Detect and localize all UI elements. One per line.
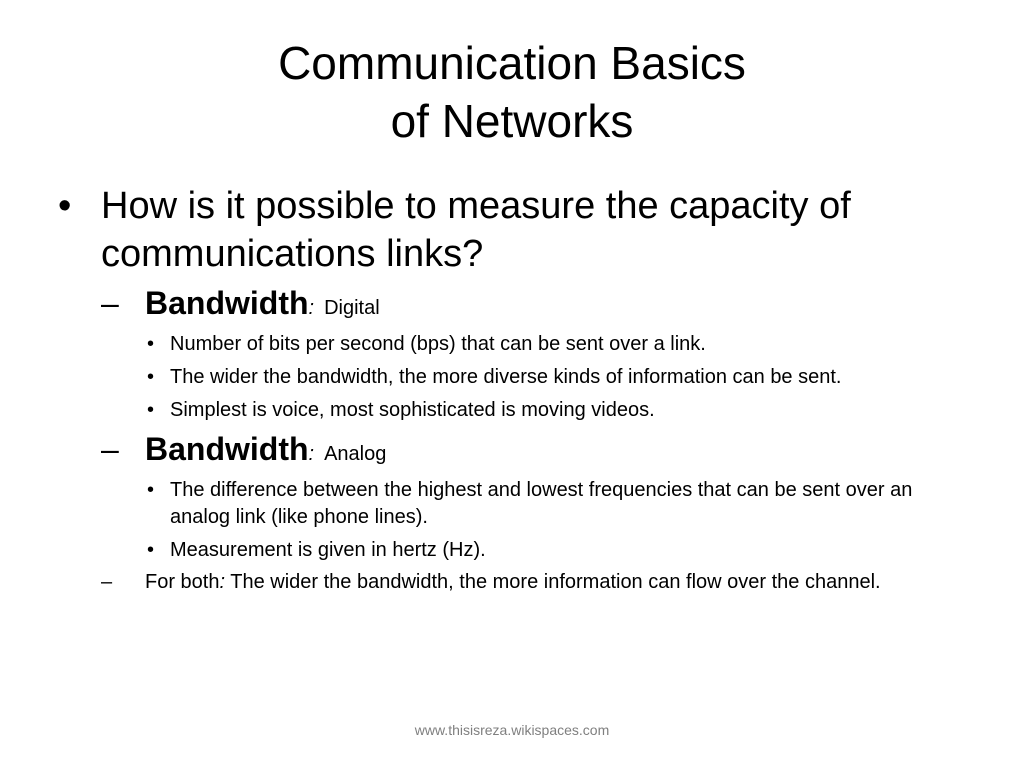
slide-title-line1: Communication Basics xyxy=(278,37,746,89)
analog-item-text: The difference between the highest and l… xyxy=(170,479,913,528)
both-bullet: – For both: The wider the bandwidth, the… xyxy=(101,568,958,596)
analog-heading: – Bandwidth: Analog xyxy=(101,432,958,471)
slide-title: Communication Basics of Networks xyxy=(0,34,1024,150)
dash-marker: – xyxy=(101,571,113,593)
sub-bullet-marker: • xyxy=(147,366,155,388)
slide-title-line2: of Networks xyxy=(390,95,634,147)
sub-bullet-marker: • xyxy=(147,539,155,561)
sub-bullet-marker: • xyxy=(147,399,155,421)
digital-item-text: Simplest is voice, most sophisticated is… xyxy=(170,399,655,421)
both-bullet-lead: For both xyxy=(145,571,220,593)
slide-body: • How is it possible to measure the capa… xyxy=(58,182,958,596)
digital-heading-colon: : xyxy=(308,297,315,319)
main-bullet: • How is it possible to measure the capa… xyxy=(58,182,958,278)
analog-item-text: Measurement is given in hertz (Hz). xyxy=(170,539,486,561)
analog-item: • The difference between the highest and… xyxy=(145,477,918,531)
analog-heading-lead: Bandwidth xyxy=(145,431,309,467)
footer-url: www.thisisreza.wikispaces.com xyxy=(414,722,610,738)
digital-heading-tail: Digital xyxy=(324,297,380,319)
digital-item-text: Number of bits per second (bps) that can… xyxy=(170,333,706,355)
bullet-marker: • xyxy=(58,185,72,227)
digital-item: • Number of bits per second (bps) that c… xyxy=(145,331,918,358)
digital-heading: – Bandwidth: Digital xyxy=(101,286,958,325)
digital-item: • Simplest is voice, most sophisticated … xyxy=(145,397,918,424)
both-bullet-colon: : xyxy=(219,571,226,593)
both-bullet-tail: The wider the bandwidth, the more inform… xyxy=(225,571,881,593)
analog-heading-tail: Analog xyxy=(324,443,387,465)
sub-bullet-marker: • xyxy=(147,479,155,501)
analog-heading-colon: : xyxy=(308,443,315,465)
sub-bullet-marker: • xyxy=(147,333,155,355)
digital-heading-lead: Bandwidth xyxy=(145,285,309,321)
dash-marker: – xyxy=(101,431,119,467)
digital-item-text: The wider the bandwidth, the more divers… xyxy=(170,366,842,388)
main-bullet-text: How is it possible to measure the capaci… xyxy=(101,185,851,275)
digital-item: • The wider the bandwidth, the more dive… xyxy=(145,364,918,391)
dash-marker: – xyxy=(101,285,119,321)
analog-item: • Measurement is given in hertz (Hz). xyxy=(145,537,918,564)
